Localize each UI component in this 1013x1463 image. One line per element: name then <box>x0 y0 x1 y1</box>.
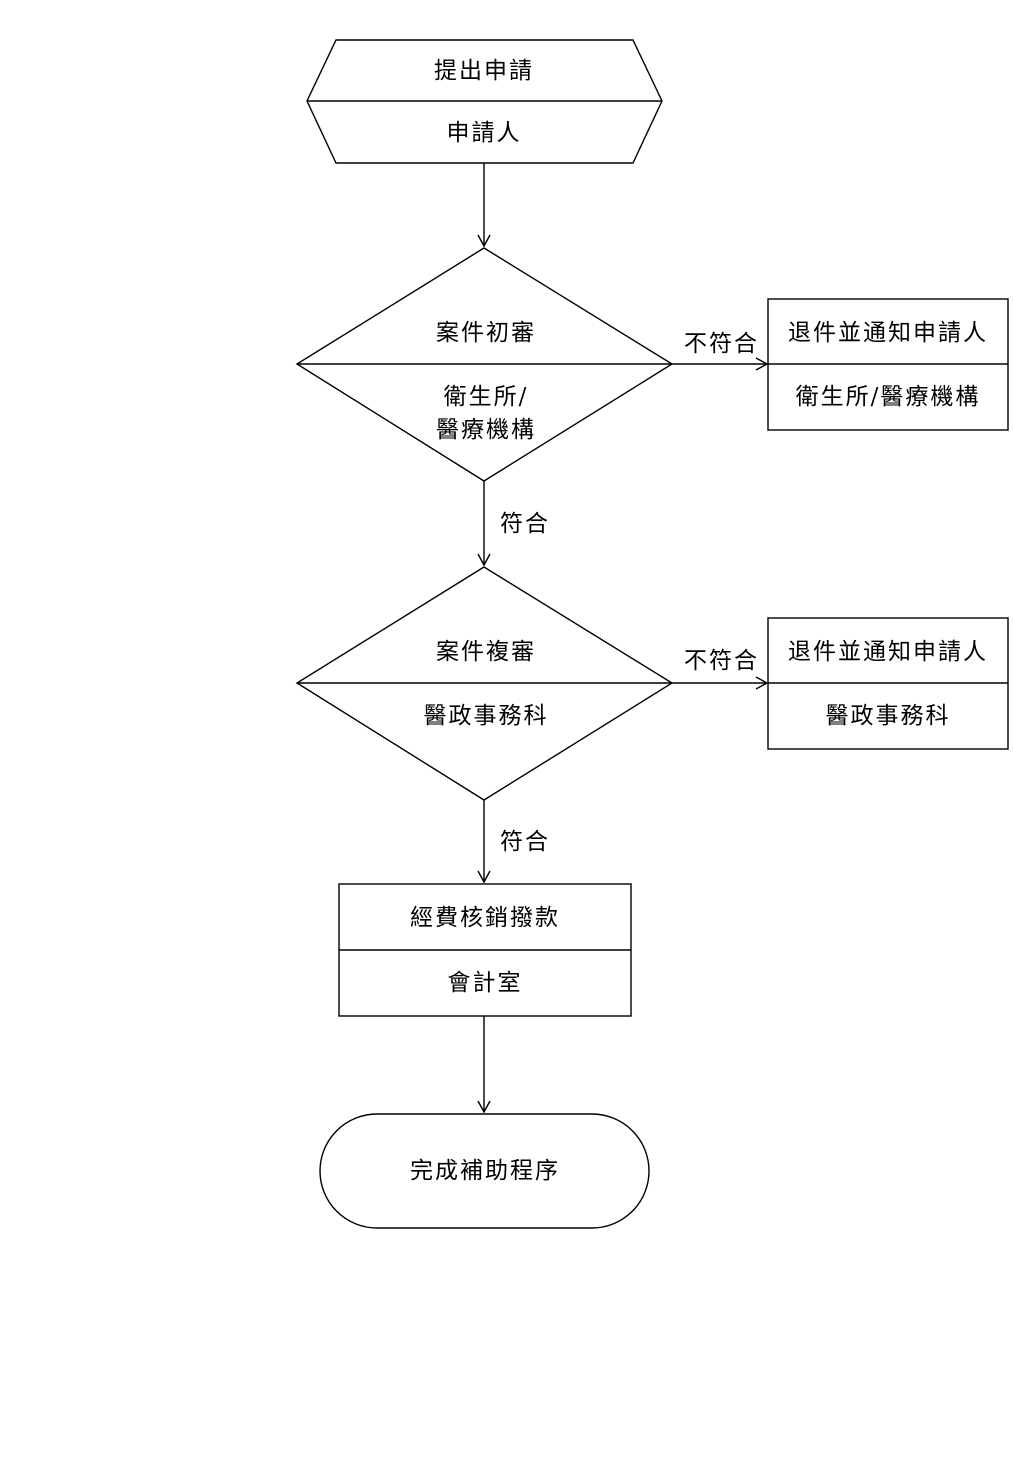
review1-role-line1: 衛生所/ <box>444 384 529 410</box>
reject2-title: 退件並通知申請人 <box>788 639 988 665</box>
edge-label-pass1: 符合 <box>500 511 550 537</box>
payment-title: 經費核銷撥款 <box>410 905 560 931</box>
edge-label-reject1: 不符合 <box>684 331 759 357</box>
reject1-title: 退件並通知申請人 <box>788 320 988 346</box>
review2-role: 醫政事務科 <box>424 703 549 729</box>
start-node: 提出申請 申請人 <box>306 39 663 164</box>
payment-node: 經費核銷撥款 會計室 <box>338 883 632 1017</box>
start-title: 提出申請 <box>434 58 534 84</box>
reject1-node: 退件並通知申請人 衛生所/醫療機構 <box>767 298 1009 431</box>
start-role: 申請人 <box>447 120 522 146</box>
reject2-node: 退件並通知申請人 醫政事務科 <box>767 617 1009 750</box>
payment-role: 會計室 <box>448 970 523 996</box>
edge-label-pass2: 符合 <box>500 829 550 855</box>
end-terminator <box>319 1113 650 1229</box>
review2-node: 案件複審 醫政事務科 <box>295 566 674 801</box>
review1-node: 案件初審 衛生所/ 醫療機構 <box>295 247 674 482</box>
reject2-role: 醫政事務科 <box>826 703 951 729</box>
review2-title: 案件複審 <box>436 639 536 665</box>
end-title: 完成補助程序 <box>410 1158 560 1184</box>
edge-label-reject2: 不符合 <box>684 648 759 674</box>
reject1-role: 衛生所/醫療機構 <box>796 384 981 410</box>
review1-title: 案件初審 <box>436 320 536 346</box>
review1-role-line2: 醫療機構 <box>436 417 536 443</box>
end-node: 完成補助程序 <box>319 1113 650 1229</box>
